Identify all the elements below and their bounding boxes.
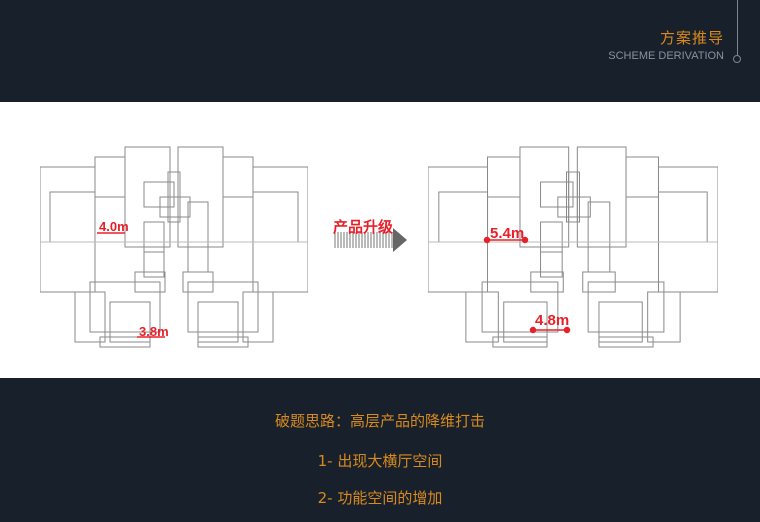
room-outline: [540, 181, 574, 208]
room-outline: [503, 301, 548, 343]
room-outline: [187, 281, 259, 333]
dimension-before-upper: 4.0m: [99, 219, 129, 234]
floor-plan-before: [40, 146, 308, 348]
room-outline: [109, 301, 151, 343]
page-subtitle: SCHEME DERIVATION: [608, 50, 724, 62]
room-outline: [182, 271, 214, 293]
upgrade-arrow-icon: [334, 228, 407, 252]
room-outline: [143, 181, 175, 208]
room-outline: [465, 291, 499, 343]
room-outline: [530, 271, 564, 293]
dimension-before-lower: 3.8m: [139, 324, 169, 339]
decor-dot: [733, 55, 741, 63]
room-outline: [492, 336, 548, 348]
room-outline: [74, 291, 106, 343]
dimension-after-lower: 4.8m: [535, 312, 570, 329]
floor-plan-after: [428, 146, 718, 348]
room-outline: [481, 281, 559, 333]
room-outline: [598, 336, 654, 348]
room-outline: [242, 291, 274, 343]
room-outline: [159, 196, 191, 218]
room-outline: [99, 336, 151, 348]
page-title: 方案推导: [659, 29, 724, 47]
room-outline: [89, 281, 161, 333]
upgrade-label: 产品升级: [333, 218, 394, 236]
room-outline: [598, 301, 643, 343]
dimension-lines: [97, 232, 571, 338]
room-outline: [587, 281, 665, 333]
summary-point-1: 1- 出现大横厅空间: [317, 452, 443, 470]
room-outline: [197, 301, 239, 343]
room-outline: [197, 336, 249, 348]
summary-point-2: 2- 功能空间的增加: [317, 489, 443, 507]
room-outline: [582, 271, 616, 293]
room-outline: [143, 251, 165, 278]
decor-line: [737, 0, 738, 56]
room-outline: [540, 251, 563, 278]
room-outline: [647, 291, 681, 343]
room-outline: [134, 271, 166, 293]
room-outline: [557, 196, 591, 218]
summary-heading: 破题思路：高层产品的降维打击: [274, 412, 485, 430]
dimension-after-upper: 5.4m: [490, 225, 525, 242]
